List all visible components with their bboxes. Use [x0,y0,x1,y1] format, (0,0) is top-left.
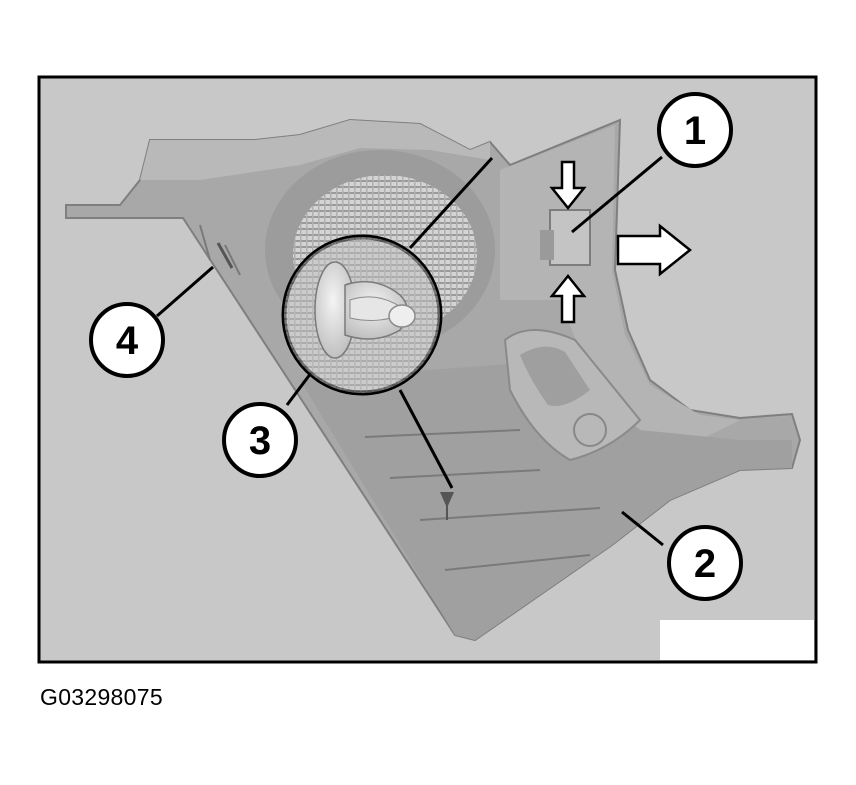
leader-lines [156,155,664,547]
arrow-up-icon [549,273,587,324]
figure-id-caption: G03298075 [40,684,163,710]
arrow-right-icon [616,223,693,277]
arrow-down-icon [549,160,587,211]
push-clip-icon [314,261,416,359]
callout-4-number: 4 [116,319,139,363]
clip-detail-magnifier [281,234,443,396]
callout-1: 1 [657,92,733,168]
callout-2: 2 [667,525,743,601]
callout-3-number: 3 [249,419,271,463]
callout-3: 3 [222,402,298,478]
frame-corner-blank [660,620,814,660]
callout-2-number: 2 [694,542,716,586]
callout-1-number: 1 [684,109,706,153]
callout-4: 4 [89,302,165,378]
retaining-tab [549,209,591,266]
